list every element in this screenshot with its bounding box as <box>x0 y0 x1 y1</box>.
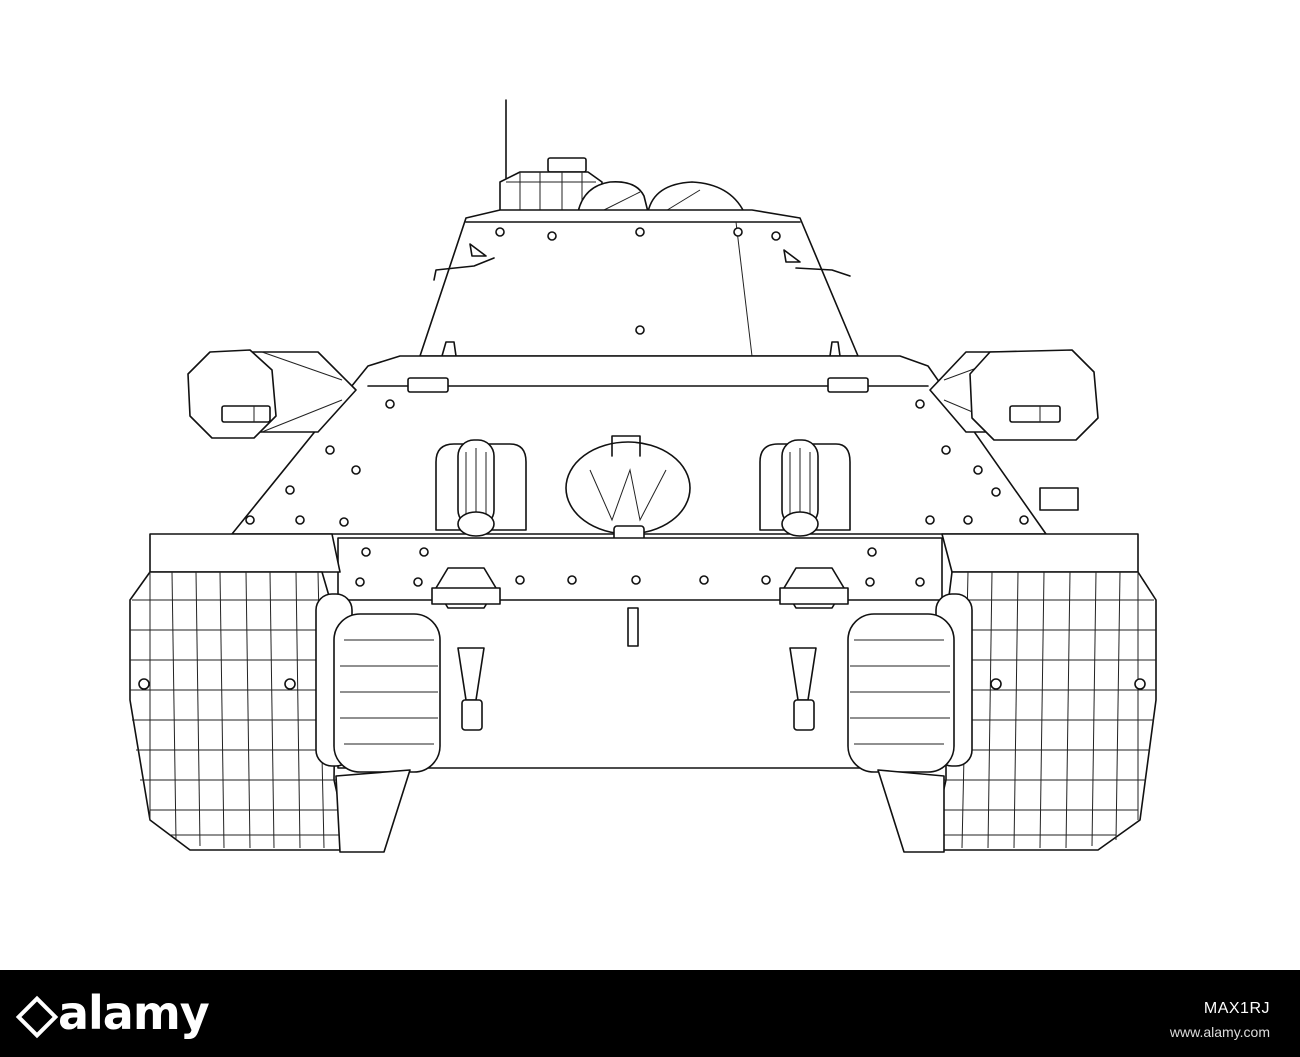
brand-logo: alamy <box>15 978 210 1048</box>
exhaust-left <box>435 439 527 537</box>
tank-drawing <box>129 99 1157 853</box>
fuel-drum-left <box>187 349 357 439</box>
wheel-left <box>315 593 441 773</box>
brand-name: alamy <box>58 986 210 1040</box>
turret <box>419 209 859 357</box>
brand-mark-icon <box>15 995 59 1038</box>
fender-right <box>941 533 1139 573</box>
image-id: MAX1RJ <box>1203 1000 1270 1017</box>
fender-left <box>149 533 341 573</box>
fuel-drum-right <box>929 349 1099 441</box>
watermark-bar: alamy MAX1RJ www.alamy.com <box>0 970 1300 1057</box>
track-run-right <box>877 769 945 853</box>
turret-top <box>499 157 745 213</box>
track-right <box>929 571 1157 851</box>
side-box <box>1039 487 1079 511</box>
stock-url: www.alamy.com <box>1169 1024 1270 1040</box>
tank-wireframe-icon <box>129 99 1157 853</box>
wheel-right <box>847 593 973 773</box>
track-run-left <box>335 769 411 853</box>
hull-rear <box>231 355 1047 551</box>
exhaust-right <box>759 439 851 537</box>
